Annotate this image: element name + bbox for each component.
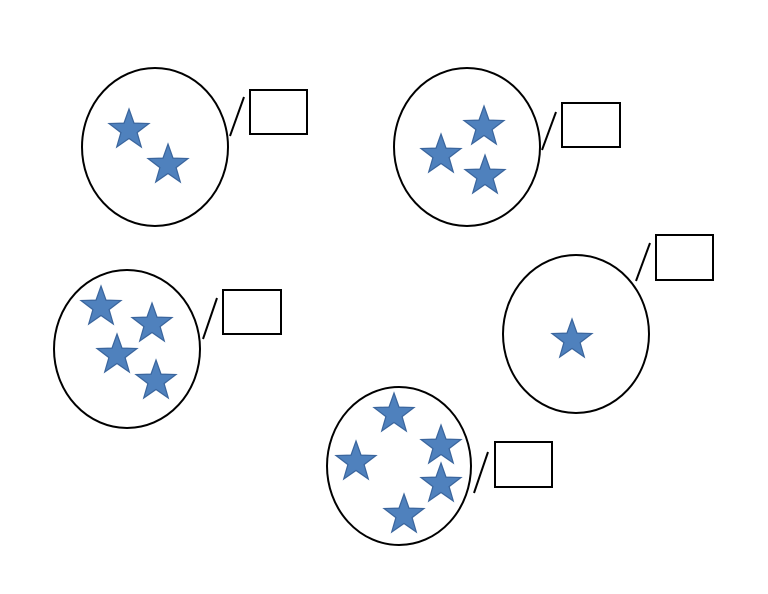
answer-box-5[interactable] xyxy=(494,441,553,488)
connector-line xyxy=(229,96,245,137)
star-group-3 xyxy=(53,269,282,429)
star-group-1 xyxy=(81,67,308,227)
star-icon xyxy=(107,107,151,149)
group-circle xyxy=(393,67,541,227)
answer-box-3[interactable] xyxy=(222,289,282,335)
star-icon xyxy=(146,142,190,184)
answer-box-1[interactable] xyxy=(249,89,308,135)
star-icon xyxy=(130,301,174,343)
answer-box-4[interactable] xyxy=(655,234,714,281)
star-icon xyxy=(334,439,378,481)
star-icon xyxy=(419,423,463,465)
group-circle xyxy=(326,386,472,546)
star-icon xyxy=(79,284,123,326)
star-icon xyxy=(463,153,507,195)
connector-line xyxy=(635,242,651,282)
star-group-5 xyxy=(326,386,553,546)
group-circle xyxy=(81,67,229,227)
star-icon xyxy=(372,391,416,433)
star-icon xyxy=(462,104,506,146)
connector-line xyxy=(541,111,557,151)
star-icon xyxy=(95,332,139,374)
star-icon xyxy=(550,317,594,359)
star-icon xyxy=(419,461,463,503)
star-group-2 xyxy=(393,67,621,227)
star-icon xyxy=(134,358,178,400)
connector-line xyxy=(473,451,489,494)
answer-box-2[interactable] xyxy=(561,102,621,148)
star-group-4 xyxy=(502,234,714,414)
star-icon xyxy=(382,492,426,534)
connector-line xyxy=(202,297,218,340)
star-icon xyxy=(419,132,463,174)
